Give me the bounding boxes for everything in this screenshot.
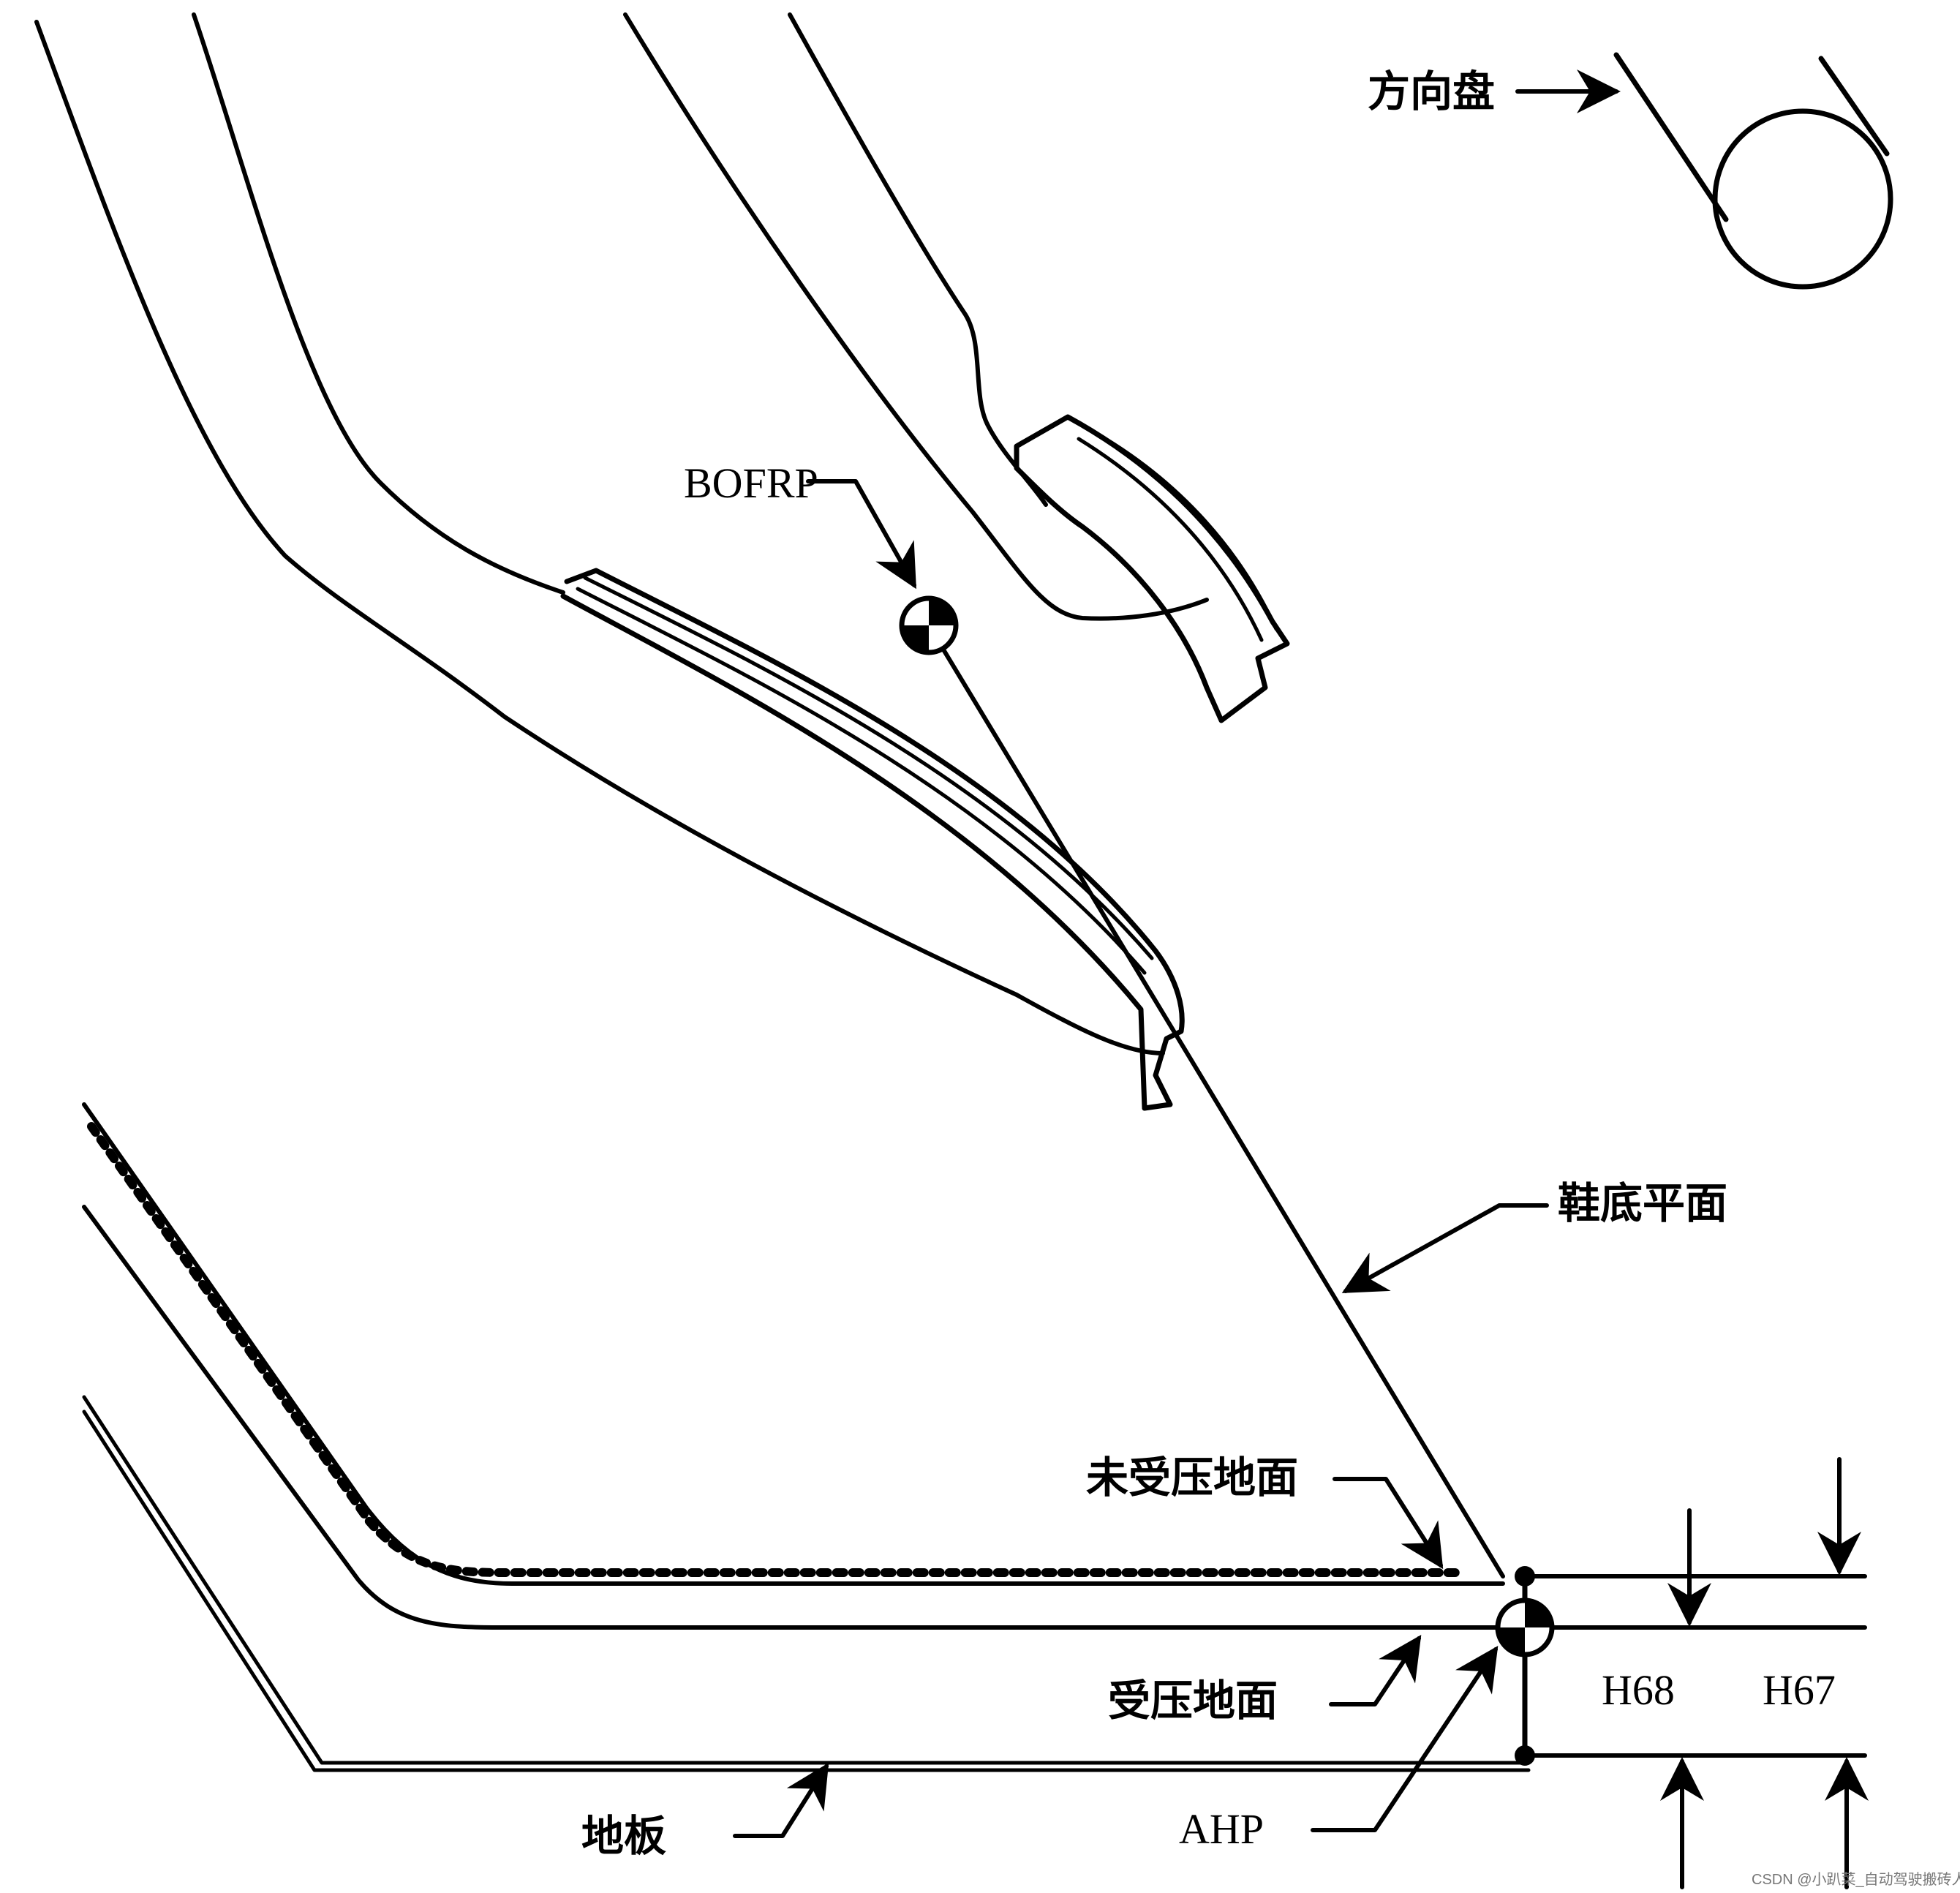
shoe-plane-line [927,623,1505,1578]
heel-rest-pad [560,568,1185,1111]
ahp-label: AHP [1179,1805,1264,1853]
h67-label: H67 [1763,1666,1836,1714]
top-dot [1515,1566,1535,1587]
steering-wheel [1613,52,1893,290]
h68-dimension [1660,1508,1711,1889]
watermark: CSDN @小趴菜_自动驾驶搬砖人 [1752,1871,1960,1888]
bofrp-label: BOFRP [684,459,818,507]
leg-outline-inner [192,12,565,595]
floor-label: 地板 [581,1811,666,1861]
bottom-dot [1515,1745,1535,1766]
floor-leader [733,1762,829,1838]
depressed-floor-surface [82,1205,1867,1630]
leg-outline-left [34,20,1165,1055]
bofrp-leader [806,479,916,590]
undepressed-floor-surface [82,1102,1505,1586]
bofrp-target-icon [899,595,959,655]
shoe-plane-leader [1341,1203,1549,1293]
shin-front-edge [623,12,1209,621]
ahp-leader [1311,1646,1499,1832]
h68-label: H68 [1602,1666,1675,1714]
floor-pan [82,1395,1531,1772]
depressed-floor-leader [1329,1635,1422,1706]
depressed-floor-label: 受压地面 [1108,1676,1278,1725]
ahp-target-icon [1495,1597,1555,1657]
h67-dimension [1817,1457,1869,1889]
shoe-plane-label: 鞋底平面 [1558,1178,1727,1228]
accelerator-pedal [1014,414,1290,723]
steering-wheel-label: 方向盘 [1368,67,1495,116]
undepressed-floor-leader [1333,1477,1444,1570]
undepressed-floor-label: 未受压地面 [1086,1453,1298,1502]
shin-back-edge [788,12,1048,507]
